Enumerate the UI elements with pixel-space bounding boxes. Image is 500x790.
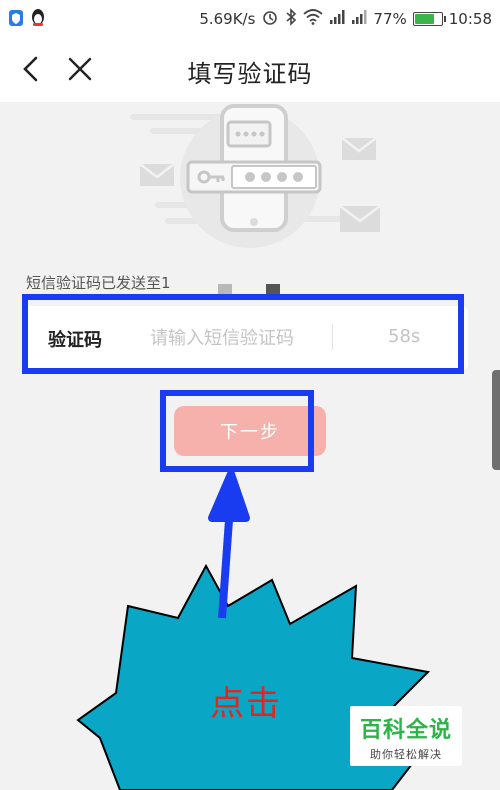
bluetooth-icon xyxy=(285,8,297,30)
watermark-title: 百科全说 xyxy=(359,718,452,743)
sms-sent-text: 短信验证码已发送至1 xyxy=(26,274,171,292)
masked-number xyxy=(266,284,280,294)
close-icon[interactable] xyxy=(68,57,92,85)
verification-code-input[interactable] xyxy=(148,322,332,354)
scroll-handle[interactable] xyxy=(492,370,500,470)
code-label: 验证码 xyxy=(48,330,102,351)
watermark: 百科全说 助你轻松解决 xyxy=(350,706,462,766)
input-highlight-box xyxy=(22,294,464,374)
signal-icon xyxy=(351,9,367,29)
battery-icon xyxy=(412,12,446,26)
chevron-left-icon[interactable] xyxy=(20,56,42,86)
clock-time: 10:58 xyxy=(448,10,492,28)
next-step-button[interactable]: 下一步 xyxy=(174,406,326,456)
alarm-icon xyxy=(261,8,279,30)
nav-bar: 填写验证码 xyxy=(0,36,500,102)
masked-number xyxy=(218,284,232,294)
button-highlight-box xyxy=(160,390,314,472)
status-bar: 5.69K/s 77% 10:58 xyxy=(0,0,500,36)
arrow-up-icon xyxy=(208,470,250,619)
watermark-subtitle: 助你轻松解决 xyxy=(370,748,442,761)
qq-icon xyxy=(30,8,46,32)
click-annotation: 点击 xyxy=(210,684,282,724)
signal-icon xyxy=(329,9,345,29)
sms-phone-illustration xyxy=(130,104,381,248)
callout-graphic xyxy=(76,470,431,790)
battery-percent: 77% xyxy=(373,10,407,28)
page-title: 填写验证码 xyxy=(187,60,313,88)
network-speed: 5.69K/s xyxy=(199,10,256,28)
countdown-timer[interactable]: 58s xyxy=(388,326,421,347)
divider xyxy=(332,324,333,350)
verification-code-row: 验证码 58s xyxy=(24,306,468,370)
wifi-icon xyxy=(303,9,324,29)
shield-app-icon xyxy=(8,9,24,31)
